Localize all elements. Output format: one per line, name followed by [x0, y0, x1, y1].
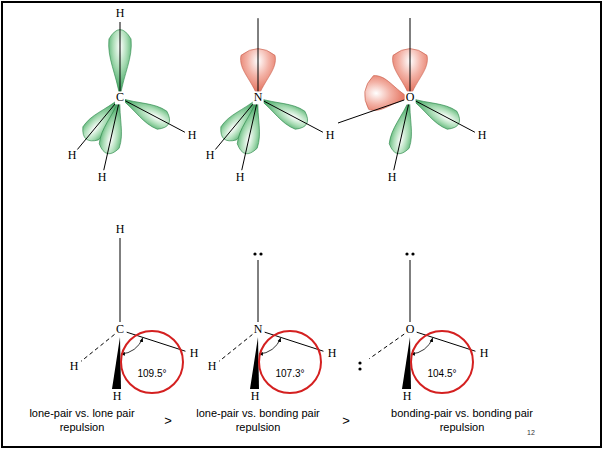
highlight-circle — [121, 331, 183, 393]
comparison-label: lone-pair vs. lone pair repulsion — [7, 407, 157, 435]
atom-label: H — [387, 171, 398, 184]
wedge-bond — [112, 337, 121, 389]
atom-label: H — [115, 7, 126, 20]
highlight-circle — [411, 331, 473, 393]
angle-value: 107.3° — [275, 368, 304, 379]
bond-line — [410, 260, 411, 322]
page-number: 12 — [527, 429, 535, 437]
bond-line — [120, 22, 121, 92]
atom-label: H — [479, 347, 490, 360]
atom-label: H — [477, 129, 488, 142]
atom-label: H — [97, 171, 108, 184]
atom-label: H — [327, 347, 338, 360]
lone-pair-dots — [253, 252, 256, 255]
bond-line — [219, 334, 253, 361]
highlight-circle — [259, 331, 321, 393]
atom-label: H — [112, 390, 123, 403]
bond-line — [81, 334, 115, 361]
bond-line — [369, 334, 404, 359]
bond-line — [410, 18, 411, 92]
atom-label: O — [405, 323, 416, 336]
comparison-label: lone-pair vs. bonding pair repulsion — [193, 407, 323, 435]
comparison-sign: > — [342, 414, 350, 428]
bond-line — [242, 104, 257, 170]
bond-line — [394, 104, 409, 170]
comparison-sign: > — [164, 414, 172, 428]
atom-label: H — [250, 390, 261, 403]
atom-label: H — [69, 360, 80, 373]
angle-value: 104.5° — [427, 368, 456, 379]
atom-label: H — [67, 149, 78, 162]
atom-label: H — [115, 223, 126, 236]
atom-label: H — [187, 129, 198, 142]
lone-pair-dots — [411, 252, 414, 255]
bond-line — [263, 101, 323, 132]
atom-label: N — [253, 323, 264, 336]
wedge-bond — [402, 337, 411, 389]
bond-line — [338, 100, 404, 123]
atom-label: H — [189, 347, 200, 360]
bond-line — [258, 18, 259, 92]
bond-line — [120, 238, 121, 322]
bond-line — [104, 104, 119, 170]
atom-label: H — [207, 360, 218, 373]
angle-value: 109.5° — [137, 368, 166, 379]
bond-line — [258, 260, 259, 322]
atom-label: O — [405, 91, 416, 104]
comparison-label: bonding-pair vs. bonding pair repulsion — [382, 407, 542, 435]
atom-label: H — [235, 171, 246, 184]
bond-line — [125, 101, 185, 132]
lone-pair-dots — [358, 367, 361, 370]
atom-label: C — [115, 91, 125, 104]
atom-label: C — [115, 323, 125, 336]
atom-label: N — [253, 91, 264, 104]
lone-pair-dots — [358, 361, 361, 364]
lone-pair-dots — [405, 252, 408, 255]
bond-line — [415, 101, 475, 132]
lone-pair-dots — [259, 252, 262, 255]
wedge-bond — [250, 337, 259, 389]
atom-label: H — [325, 129, 336, 142]
atom-label: H — [402, 390, 413, 403]
atom-label: H — [205, 149, 216, 162]
